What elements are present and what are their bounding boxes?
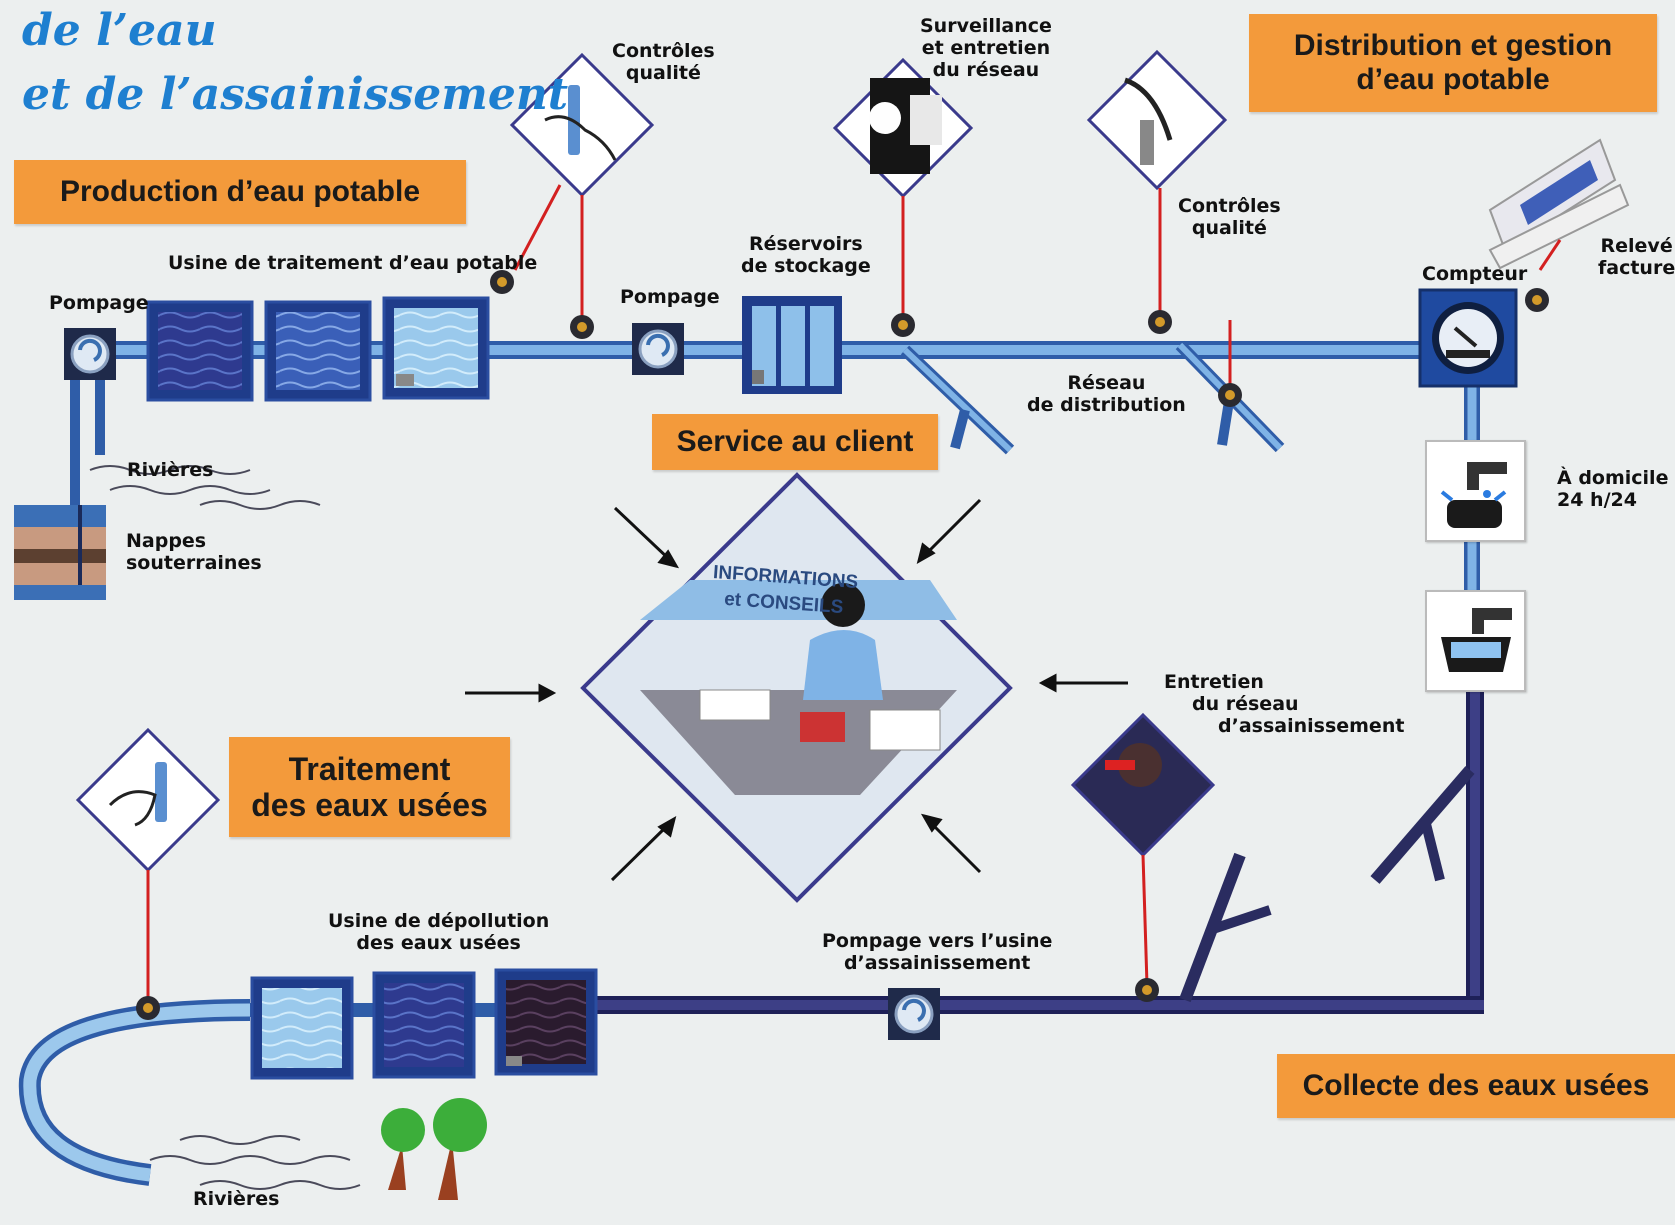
label-line: qualité (625, 62, 701, 84)
label-line: Pompage vers l’usine (822, 930, 1053, 952)
label-entretien-assainissement: Entretien du réseau d’assainissement (1164, 671, 1404, 737)
banner-traitement-line-2: des eaux usées (251, 787, 488, 823)
banner-traitement-line-1: Traitement (288, 751, 451, 787)
label-reseau-distribution: Réseau de distribution (1027, 372, 1186, 416)
pump-icon (632, 323, 684, 375)
label-reservoirs: Réservoirs de stockage (741, 233, 871, 277)
label-line: 24 h/24 (1557, 489, 1637, 511)
label-line: Réservoirs (749, 233, 863, 255)
label-line: de distribution (1027, 394, 1186, 416)
label-line: Relevé (1600, 235, 1673, 257)
banner-distribution-line-2: d’eau potable (1356, 63, 1550, 96)
label-line: du réseau (932, 59, 1040, 81)
groundwater-layers (14, 505, 106, 600)
pump-icon (64, 328, 116, 380)
label-line: du réseau (1192, 693, 1299, 715)
banner-traitement: Traitement des eaux usées (229, 737, 510, 837)
label-surveillance: Surveillance et entretien du réseau (920, 15, 1052, 81)
connector-dots (136, 270, 1549, 1020)
label-pompage-vers-usine: Pompage vers l’usine d’assainissement (822, 930, 1052, 974)
banner-distribution: Distribution et gestion d’eau potable (1249, 14, 1657, 112)
treatment-plant-boxes (146, 296, 490, 402)
wastewater-quality-diamond (75, 727, 221, 873)
label-line: d’assainissement (843, 952, 1031, 974)
quality-control-diamond (509, 52, 655, 198)
label-line: À domicile (1557, 467, 1669, 489)
sink-icon (1425, 590, 1526, 692)
banner-production-label: Production d’eau potable (59, 175, 420, 208)
label-pompage-1: Pompage (49, 292, 149, 314)
title-line-2: et de l’assainissement (22, 69, 569, 120)
banner-service-label: Service au client (676, 425, 914, 458)
label-controles-qualite-2: Contrôles qualité (1178, 195, 1281, 239)
network-surveillance-diamond (832, 57, 974, 199)
label-usine-traitement: Usine de traitement d’eau potable (168, 252, 538, 274)
meter-icon (1418, 288, 1518, 388)
banner-collecte-label: Collecte des eaux usées (1302, 1069, 1650, 1102)
label-line: Réseau (1067, 372, 1146, 394)
label-line: Usine de dépollution (328, 910, 550, 932)
banner-collecte: Collecte des eaux usées (1277, 1054, 1675, 1118)
label-domicile: À domicile 24 h/24 (1557, 467, 1668, 511)
info-sign: INFORMATIONS et CONSEILS (710, 560, 859, 622)
pump-icon (888, 988, 940, 1040)
inflow-arrows (465, 498, 1128, 882)
river-waves (89, 465, 361, 1190)
customer-service-icon (580, 472, 1013, 903)
label-releve-facture: Relevé facture (1598, 235, 1675, 279)
label-pompage-2: Pompage (620, 286, 720, 308)
label-line: souterraines (126, 552, 262, 574)
banner-production: Production d’eau potable (14, 160, 466, 224)
label-line: des eaux usées (356, 932, 521, 954)
sewer-maintenance-diamond (1070, 712, 1216, 858)
label-line: Surveillance (920, 15, 1052, 37)
label-rivieres-1: Rivières (127, 459, 214, 481)
label-line: Contrôles (1178, 195, 1281, 217)
label-line: Contrôles (612, 40, 715, 62)
label-rivieres-2: Rivières (193, 1188, 280, 1210)
bill-icon (1488, 138, 1630, 270)
title-line-1: de l’eau (22, 5, 217, 56)
wastewater-plant-boxes (250, 968, 598, 1080)
label-line: de stockage (741, 255, 871, 277)
tree-icon (381, 1098, 487, 1200)
connector-markers (146, 184, 1562, 1003)
banner-distribution-line-1: Distribution et gestion (1293, 29, 1613, 62)
label-line: qualité (1191, 217, 1267, 239)
storage-reservoir (742, 296, 842, 394)
sampling-diamond (1086, 49, 1228, 191)
label-nappes: Nappes souterraines (126, 530, 262, 574)
label-line: facture (1598, 257, 1675, 279)
label-controles-qualite-1: Contrôles qualité (612, 40, 715, 84)
page-title: de l’eau et de l’assainissement (22, 4, 568, 122)
label-usine-depollution: Usine de dépollution des eaux usées (328, 910, 549, 954)
label-line: d’assainissement (1218, 715, 1405, 737)
label-line: Nappes (126, 530, 207, 552)
label-line: et entretien (921, 37, 1051, 59)
faucet-icon (1425, 440, 1526, 542)
label-line: Entretien (1164, 671, 1264, 693)
banner-service: Service au client (652, 414, 938, 470)
label-compteur: Compteur (1422, 263, 1528, 285)
